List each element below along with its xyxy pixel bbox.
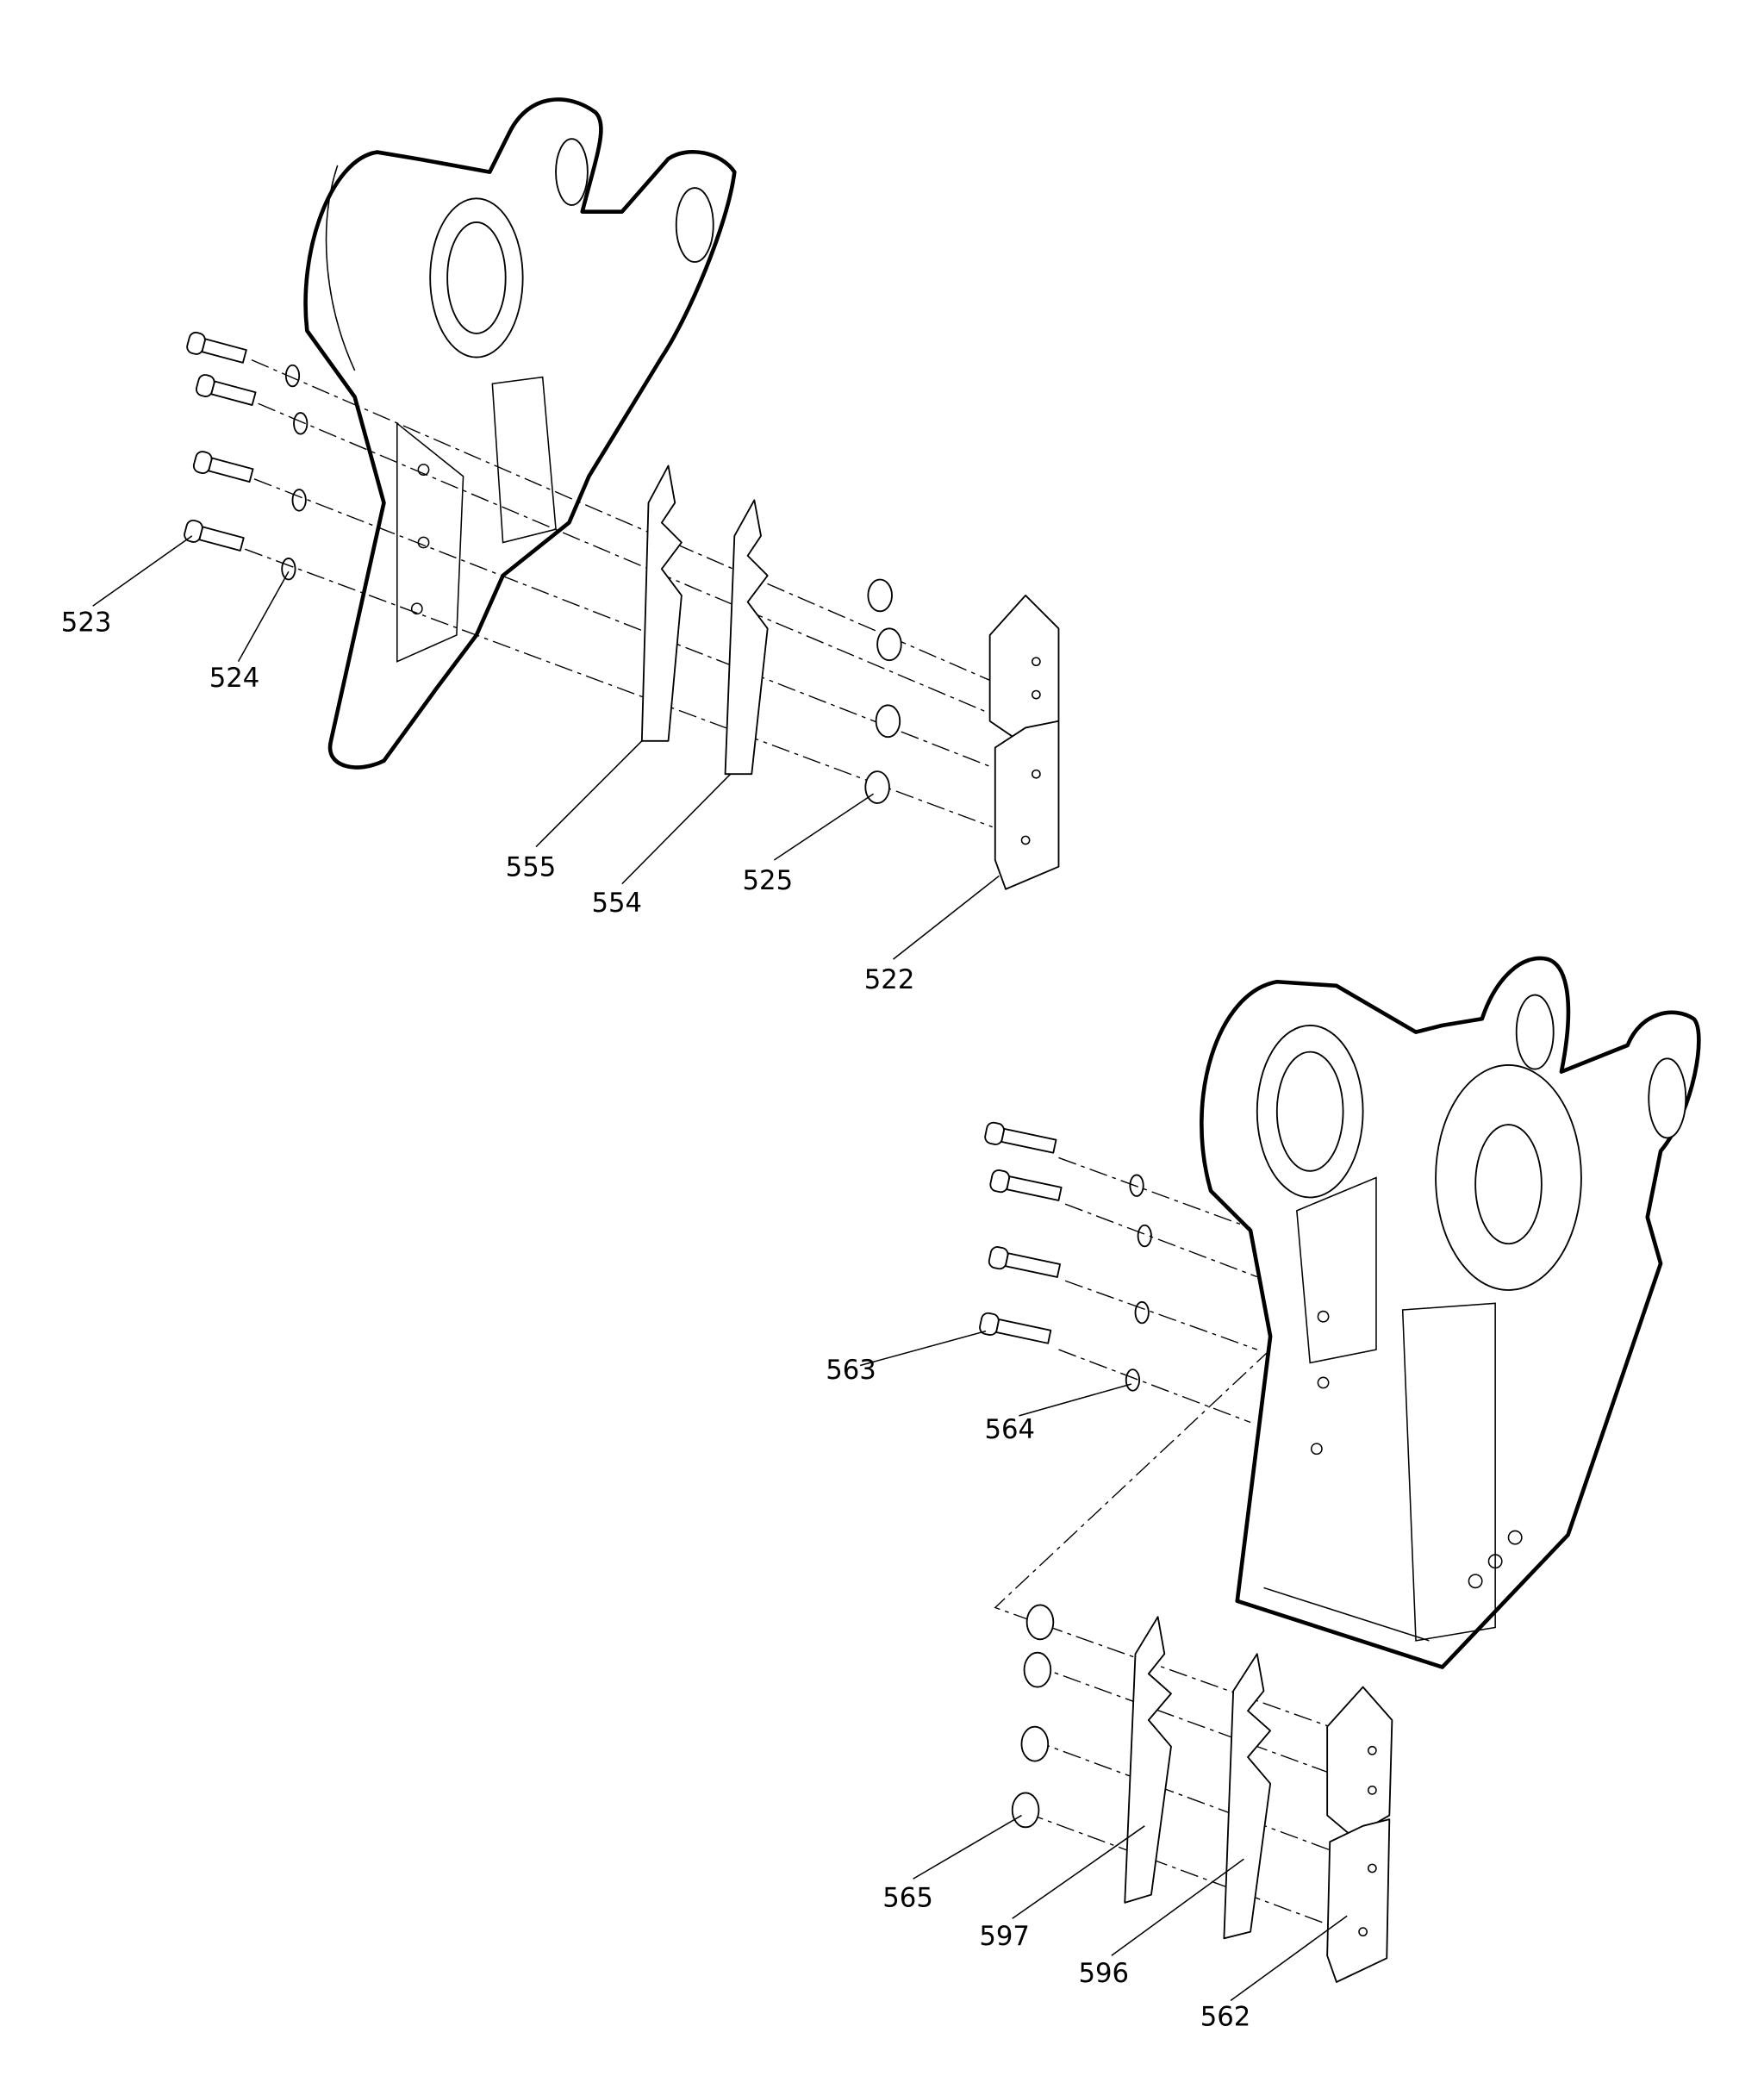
lower-bracket xyxy=(1200,956,1701,1669)
label-522: 522 xyxy=(864,965,915,995)
label-524: 524 xyxy=(209,664,260,694)
lower-leader-lines xyxy=(859,1330,1348,2002)
label-564: 564 xyxy=(984,1415,1035,1445)
upper-leader-lines xyxy=(92,535,1000,960)
label-555: 555 xyxy=(506,852,557,882)
lower-plate xyxy=(1326,1686,1393,1983)
label-563: 563 xyxy=(826,1356,876,1386)
upper-shims xyxy=(640,464,769,776)
upper-washers xyxy=(281,364,309,581)
lower-bolts xyxy=(979,1121,1063,1344)
lower-spacers xyxy=(1011,1604,1055,1829)
part-labels: 523 524 555 554 525 522 563 564 565 597 … xyxy=(61,608,1251,2032)
upper-spacers xyxy=(864,578,902,804)
lower-washers xyxy=(1125,1174,1152,1392)
upper-plate xyxy=(988,594,1060,890)
lower-center-lines xyxy=(994,1156,1337,1926)
label-596: 596 xyxy=(1079,1959,1130,1989)
upper-bolts xyxy=(184,331,257,552)
lower-shims xyxy=(1124,1616,1272,1940)
label-562: 562 xyxy=(1200,2003,1251,2033)
label-565: 565 xyxy=(882,1883,933,1913)
label-597: 597 xyxy=(979,1922,1030,1952)
label-523: 523 xyxy=(61,608,112,638)
upper-bracket xyxy=(303,97,737,770)
label-525: 525 xyxy=(743,866,794,896)
label-554: 554 xyxy=(591,888,642,919)
